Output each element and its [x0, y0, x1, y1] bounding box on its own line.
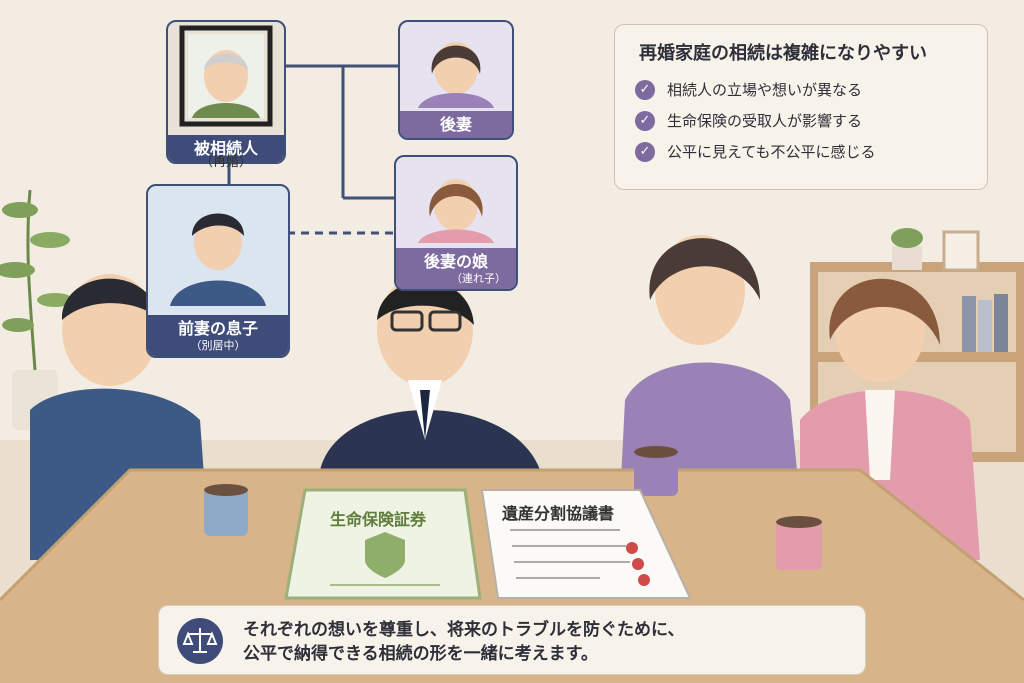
agreement-doc-title: 遺産分割協議書: [502, 504, 615, 523]
info-item: ✓ 相続人の立場や想いが異なる: [635, 79, 971, 100]
second-wife-portrait: [418, 42, 494, 108]
deceased-card: 被相続人: [166, 20, 286, 164]
insurance-certificate: [284, 488, 482, 600]
insurance-doc-title: 生命保険証券: [330, 510, 427, 529]
stepdaughter-card: 後妻の娘 （連れ子）: [394, 155, 518, 291]
info-item: ✓ 生命保険の受取人が影響する: [635, 110, 971, 131]
agreement-document: [480, 489, 692, 599]
message-bar: それぞれの想いを尊重し、将来のトラブルを防ぐために、 公平で納得できる相続の形を…: [158, 605, 866, 675]
second-wife-label: 後妻: [400, 111, 512, 138]
check-icon: ✓: [635, 110, 655, 131]
deceased-portrait: [179, 25, 273, 127]
info-item-text: 相続人の立場や想いが異なる: [667, 81, 863, 99]
son-person: [30, 274, 210, 560]
second-wife-card: 後妻: [398, 20, 514, 140]
deceased-note: （再婚）: [200, 155, 253, 170]
wife-person: [620, 235, 800, 500]
stepdaughter-title: 後妻の娘: [423, 252, 488, 272]
mug-icon: [776, 516, 822, 570]
deceased-label: 被相続人: [168, 135, 284, 162]
check-icon: ✓: [635, 79, 655, 100]
stepdaughter-sub: （連れ子）: [451, 272, 506, 286]
info-item-text: 生命保険の受取人が影響する: [667, 112, 863, 130]
first-son-title: 前妻の息子: [177, 319, 258, 339]
mug-icon: [634, 446, 678, 496]
first-son-sub: （別居中）: [190, 339, 246, 353]
message-line-2: 公平で納得できる相続の形を一緒に考えます。: [243, 644, 598, 664]
plant-icon: [0, 189, 73, 430]
message-line-1: それぞれの想いを尊重し、将来のトラブルを防ぐために、: [243, 620, 685, 640]
first-son-label: 前妻の息子 （別居中）: [148, 315, 288, 356]
info-item-text: 公平に見えても不公平に感じる: [667, 143, 876, 161]
first-son-card: 前妻の息子 （別居中）: [146, 184, 290, 358]
info-box: 再婚家庭の相続は複雑になりやすい ✓ 相続人の立場や想いが異なる ✓ 生命保険の…: [614, 24, 988, 190]
message-text: それぞれの想いを尊重し、将来のトラブルを防ぐために、 公平で納得できる相続の形を…: [243, 618, 685, 666]
scale-icon: [177, 618, 223, 664]
mug-icon: [204, 484, 248, 536]
info-item: ✓ 公平に見えても不公平に感じる: [635, 141, 971, 162]
first-son-portrait: [170, 213, 266, 306]
stepdaughter-label: 後妻の娘 （連れ子）: [396, 248, 516, 289]
stepdaughter-portrait: [418, 179, 494, 243]
info-title: 再婚家庭の相続は複雑になりやすい: [639, 43, 927, 64]
check-icon: ✓: [635, 141, 655, 162]
